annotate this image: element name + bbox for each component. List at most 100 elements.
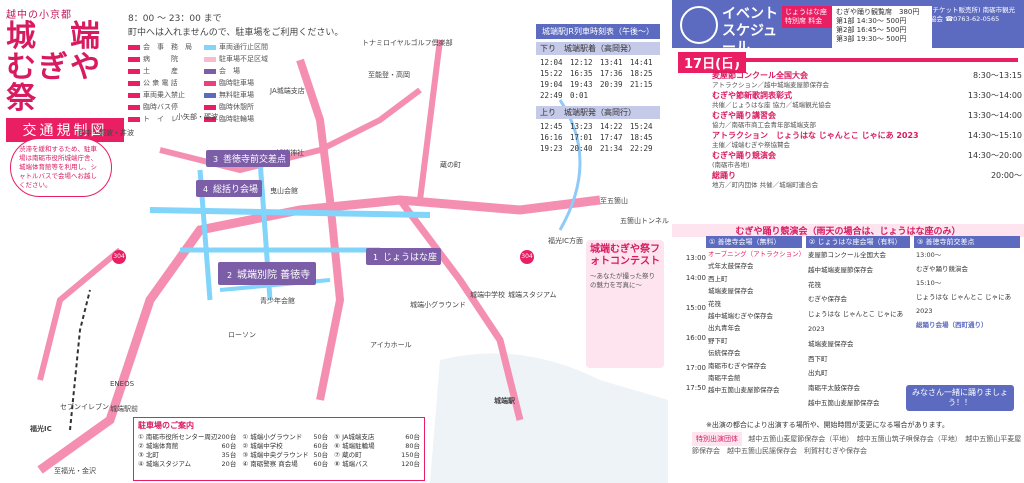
legend-item: 土 産: [128, 66, 198, 76]
parking-count: 60台: [313, 460, 329, 468]
legend-item: 臨時駐輪場: [204, 114, 274, 124]
event-time: 13:30～14:00: [967, 91, 1022, 100]
parking-name: ⑥ 城端駐輪場: [334, 442, 375, 450]
legend-label: 車両乗入禁止: [143, 91, 185, 99]
map-label-noto: 至能登・高岡: [368, 71, 410, 79]
legend-label: 駐車場不足区域: [219, 55, 268, 63]
time-tick: 15:00: [685, 304, 706, 312]
event-name: むぎや踊り講習会: [712, 111, 776, 120]
train-time: 19:43: [570, 80, 593, 89]
fee-line: 第2部 16:45～ 500円: [836, 26, 907, 34]
notice: 8：00 ～ 23：00 まで 町中へは入れませんので、駐車場をご利用ください。: [128, 12, 343, 40]
legend-row: ト イ レ 臨時駐輪場: [128, 114, 278, 124]
fee-line: 第3部 19:30～ 500円: [836, 35, 907, 43]
competition-title: むぎや踊り競演会（雨天の場合は、じょうはな座のみ）: [672, 224, 1024, 237]
legend-row: 公 衆 電 話 臨時駐車場: [128, 78, 278, 88]
legend-item: 会 事 務 局: [128, 42, 198, 52]
venue-column-crossing: ③ 善徳寺前交差点 13:00～ むぎや踊り競演会 15:10～ じょうはな じ…: [914, 236, 1020, 414]
performer: 花筏: [708, 299, 721, 308]
legend-swatch: [204, 44, 216, 50]
time-tick: 16:00: [685, 334, 706, 342]
legend-swatch: [204, 104, 216, 110]
train-timetable: 城端駅JR列車時刻表（午後～） 下り 城端駅着（高岡発） 12:04 12:12…: [536, 24, 660, 156]
legend-swatch: [128, 104, 140, 110]
legend-item: 公 衆 電 話: [128, 78, 198, 88]
performer: 越中城端むぎや保存会: [708, 312, 773, 321]
legend-label: 無料駐車場: [219, 91, 254, 99]
train-time: 21:15: [630, 80, 653, 89]
parking-name: ② 城端体育館: [138, 442, 179, 450]
performer: じょうはな じゃんとこ じゃにあ2023: [808, 310, 904, 333]
event-sub: 主催／城端むぎや祭協賛会: [712, 141, 790, 149]
map-label-hikiyama: 曳山会館: [270, 187, 298, 195]
legend-row: 会 事 務 局 車両通行止区間: [128, 42, 278, 52]
time-tick: 14:00: [685, 274, 706, 282]
event-time: 14:30～15:10: [967, 131, 1022, 140]
ticket-info: (チケット販売所) 南砺市観光協会 ☎0763-62-0565: [930, 6, 1016, 23]
performer: 越中五箇山麦屋節保存会: [708, 386, 780, 395]
map-label-fujimi: 蔵の町: [440, 161, 461, 169]
map-label-kanazawa: 至福光・金沢: [54, 467, 96, 475]
venue-label: 総括り会場: [213, 185, 259, 195]
venue-column-head: ① 善徳寺会場（無料）: [706, 236, 802, 248]
train-down-times: 12:04 12:12 13:41 14:41 15:22 16:35 17:3…: [536, 55, 660, 103]
train-down-label: 下り 城端駅着（高岡発）: [536, 42, 660, 55]
legend-label: 臨時駐輪場: [219, 115, 254, 123]
hill-area: [430, 353, 668, 483]
schedule-header: イベントスケジュール じょうはな座 特別席 料金 むぎや踊り観覧席 380円 第…: [672, 0, 1024, 56]
day-bar: [728, 58, 1018, 62]
event-name: アトラクション じょうはな じゃんとこ じゃにあ 2023: [712, 131, 919, 140]
title-line-1: 城 端: [6, 19, 102, 54]
train-time: 15:22: [540, 69, 563, 78]
venue-number: 1: [370, 252, 381, 263]
parking-count: 80台: [405, 442, 421, 450]
train-time: 20:40: [570, 144, 593, 153]
venue-number: 4: [200, 184, 211, 195]
map-title-block: 越中の小京都 城 端 むぎや祭 交通規制図: [6, 6, 124, 142]
fee-box: むぎや踊り観覧席 380円 第1部 14:30～ 500円 第2部 16:45～…: [832, 6, 932, 48]
legend-swatch: [128, 116, 140, 122]
train-time: 14:22: [600, 122, 623, 131]
map-label-golf: トナミロイヤルゴルフ倶楽部: [362, 39, 453, 47]
train-time: 12:04: [540, 58, 563, 67]
train-time: 13:41: [600, 58, 623, 67]
venue-column-johanaza: ② じょうはな座会場（有料） 麦屋節コンクール全国大会 越中城端麦屋節保存会 花…: [806, 236, 910, 414]
performer: 西上町: [708, 274, 728, 283]
legend-item: 車両通行止区間: [204, 42, 274, 52]
parking-name: ⑦ 蔵の町: [334, 451, 362, 459]
parking-name: ② 城端中学校: [242, 442, 283, 450]
parking-count: 50台: [313, 451, 329, 459]
performer: 南砺平会館: [708, 374, 741, 383]
train-time: 17:01: [570, 133, 593, 142]
performer: 越中五箇山麦屋節保存会: [808, 398, 880, 407]
rail-line: [69, 289, 91, 431]
parking-count: 20台: [221, 460, 237, 468]
photo-contest-poster[interactable]: 城端むぎや祭フォトコンテスト ～あなたが撮った祭りの魅力を写真に～: [586, 240, 664, 368]
legend-item: 無料駐車場: [204, 90, 274, 100]
venue-column-head: ③ 善徳寺前交差点: [914, 236, 1020, 248]
venue-column-head: ② じょうはな座会場（有料）: [806, 236, 910, 248]
event-sub: 協力／南砺市商工会青年部城端支部: [712, 121, 816, 129]
performer: 越中城端麦屋節保存会: [808, 265, 873, 274]
special-seat-tag: じょうはな座 特別席 料金: [782, 6, 832, 28]
time-tick: 13:00: [685, 254, 706, 262]
map-label-inter: 福光IC方面: [548, 237, 583, 245]
legend-swatch: [204, 92, 216, 98]
map-label-ojiya: 小矢部・砺波: [176, 113, 218, 121]
column-items: 麦屋節コンクール全国大会 越中城端麦屋節保存会 花筏 むぎや保存会 じょうはな …: [806, 248, 910, 411]
join-dance-banner: みなさん一緒に踊りましょう！！: [906, 385, 1014, 411]
time-tick: 17:00: [685, 364, 706, 372]
train-up-label: 上り 城端駅発（高岡行）: [536, 106, 660, 119]
